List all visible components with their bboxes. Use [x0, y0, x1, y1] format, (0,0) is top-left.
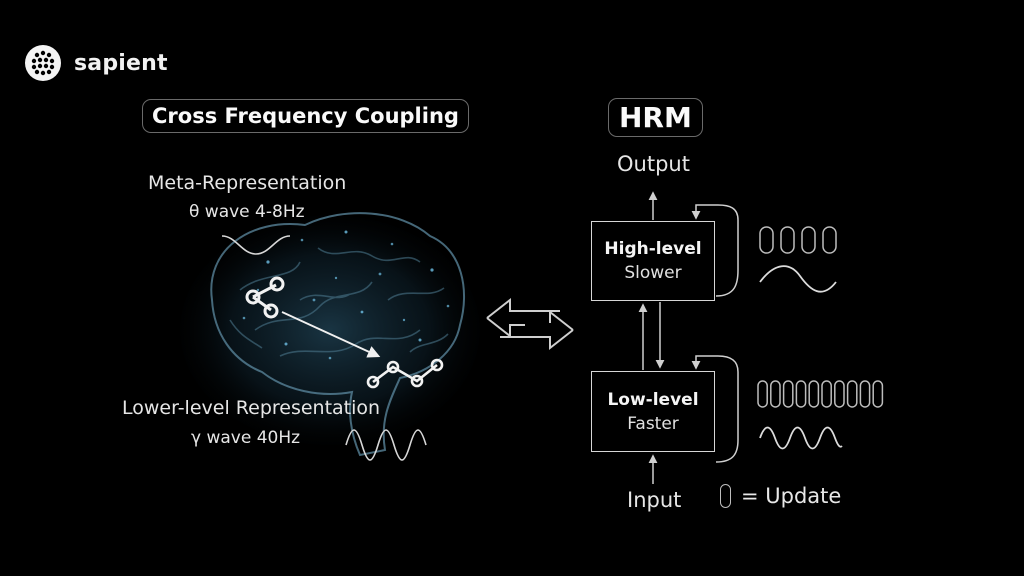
update-segment-icon	[720, 484, 731, 508]
high-level-title: High-level	[604, 239, 702, 259]
lower-level-representation-label: Lower-level Representation	[122, 397, 381, 419]
high-slow-wave-icon	[759, 265, 837, 293]
low-level-title: Low-level	[607, 389, 699, 410]
brain-icon	[180, 212, 480, 457]
update-segment	[808, 380, 820, 408]
grid-dots-logo-icon	[25, 45, 61, 81]
low-level-module: Low-level Faster	[591, 371, 715, 452]
update-segment	[757, 380, 768, 408]
output-label: Output	[617, 152, 690, 176]
low-fast-wave-icon	[759, 426, 843, 450]
low-recurrent-loop	[691, 355, 739, 463]
update-segment	[821, 380, 832, 408]
update-segment	[801, 226, 816, 254]
high-recurrent-loop	[691, 204, 739, 297]
coupling-arrow	[281, 311, 381, 358]
update-segment	[822, 226, 837, 254]
brand: sapient	[24, 44, 168, 82]
gamma-wave-icon	[345, 429, 427, 461]
update-segment	[782, 380, 794, 408]
meta-node-graph-icon	[245, 276, 285, 319]
hrm-title: HRM	[608, 98, 703, 137]
high-level-subtitle: Slower	[624, 263, 682, 283]
update-segment	[846, 380, 858, 408]
update-legend: = Update	[720, 484, 841, 508]
theta-wave-label: θ wave 4-8Hz	[189, 202, 305, 222]
update-segment	[834, 380, 845, 408]
update-legend-text: = Update	[741, 484, 842, 508]
update-segment	[859, 380, 871, 408]
high-update-segments	[759, 226, 837, 254]
bidirectional-arrow-icon	[486, 297, 574, 351]
update-segment	[780, 226, 795, 254]
input-label: Input	[627, 488, 682, 512]
gamma-wave-label: γ wave 40Hz	[191, 428, 301, 448]
brand-name: sapient	[74, 50, 168, 76]
update-segment	[759, 226, 774, 254]
low-update-segments	[757, 380, 884, 408]
low-level-subtitle: Faster	[627, 413, 679, 434]
cross-frequency-coupling-title: Cross Frequency Coupling	[142, 99, 469, 133]
lower-node-chain-icon	[366, 358, 444, 389]
update-segment	[795, 380, 807, 408]
update-segment	[770, 380, 781, 408]
high-level-module: High-level Slower	[591, 221, 715, 301]
update-segment	[872, 380, 884, 408]
meta-representation-label: Meta-Representation	[148, 172, 347, 194]
